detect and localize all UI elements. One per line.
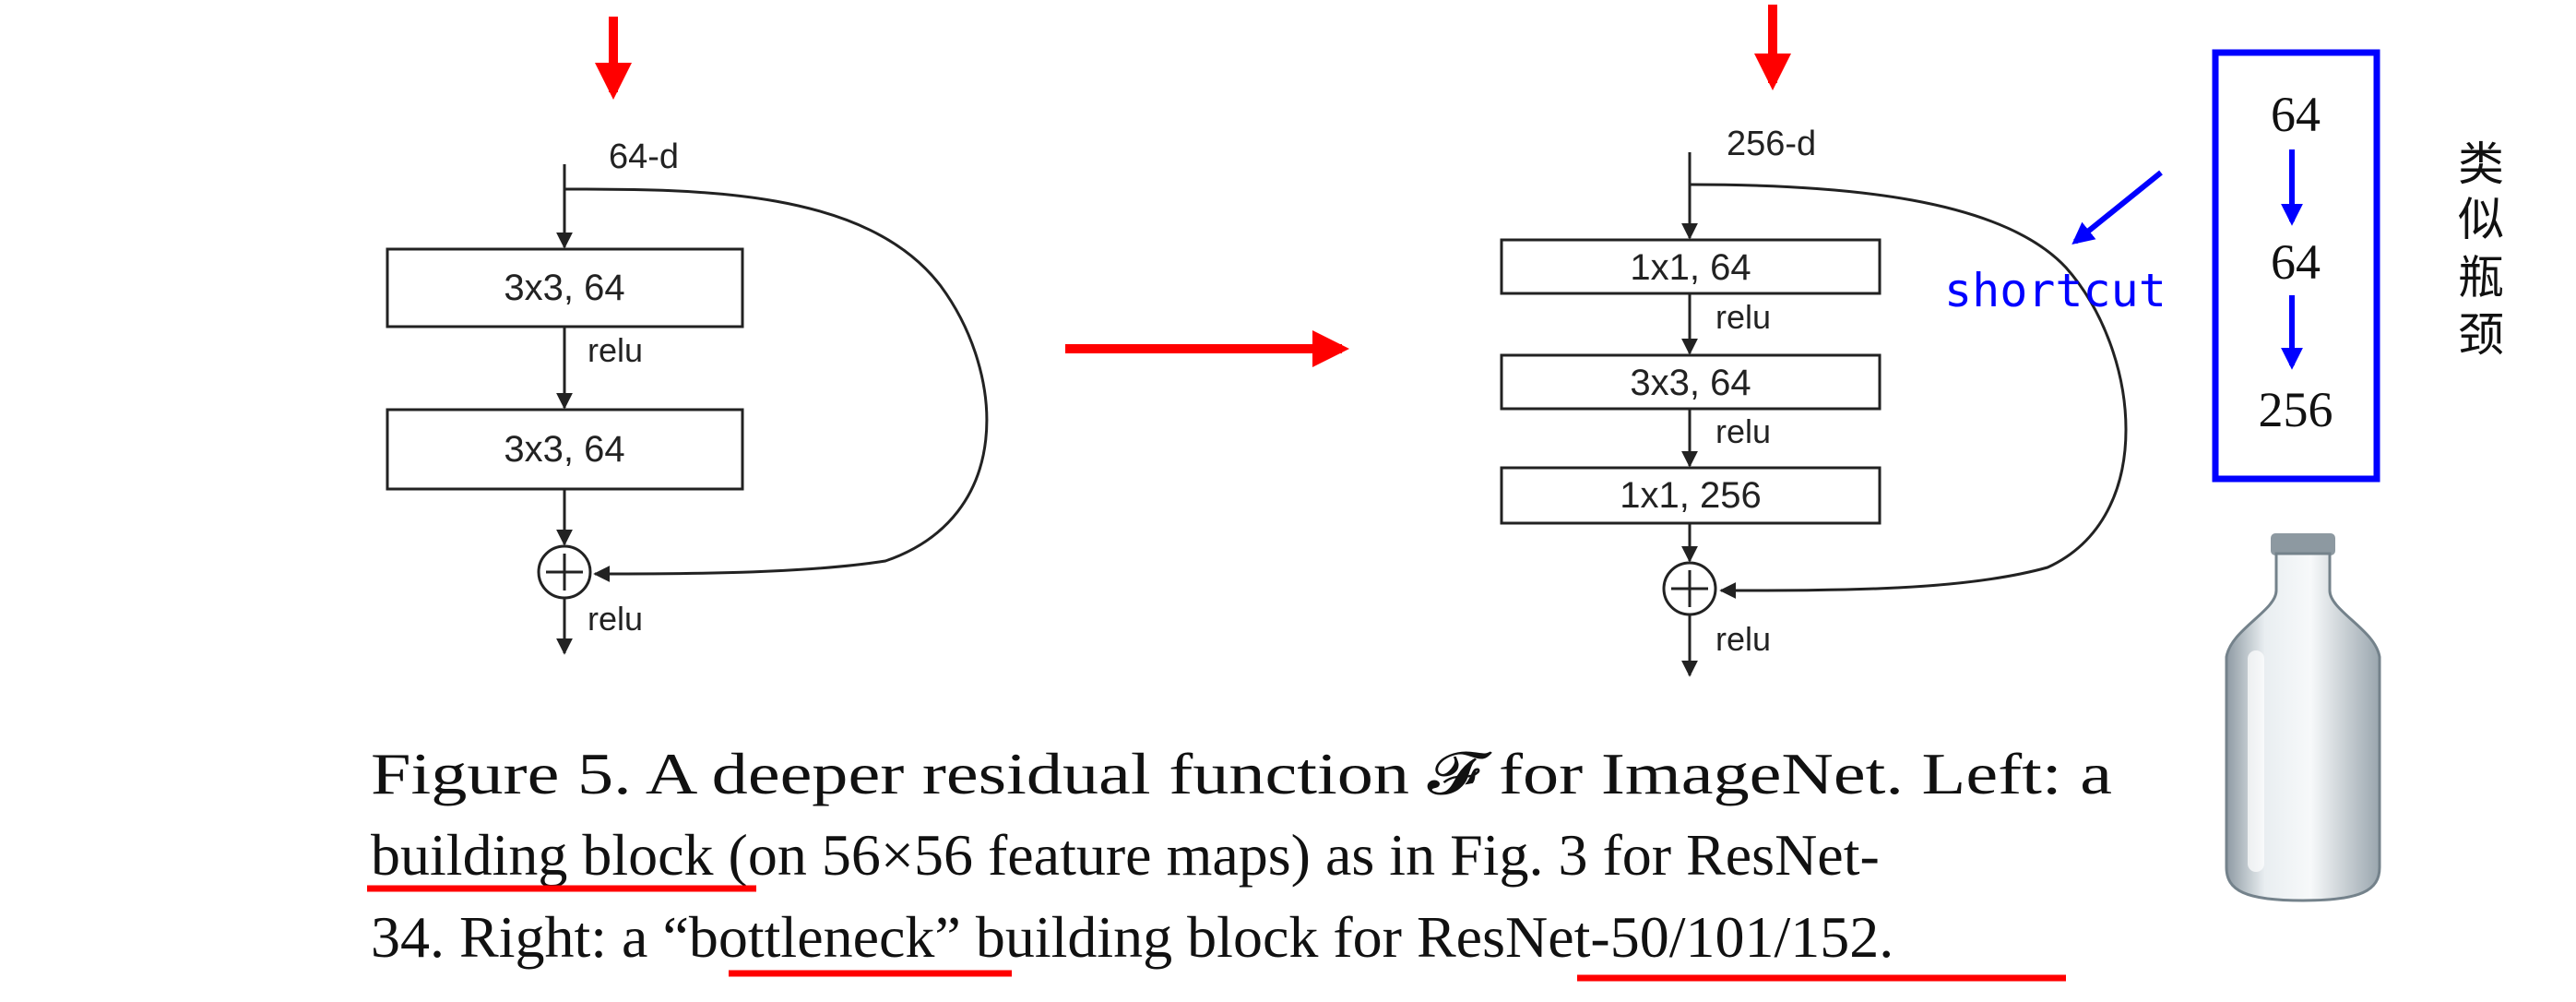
side-char-3: 瓶: [2458, 251, 2504, 304]
right-relu-out: relu: [1715, 620, 1771, 658]
caption-line-2: building block (on 56×56 feature maps) a…: [371, 822, 1880, 888]
left-relu-out: relu: [588, 600, 643, 638]
right-layer-2-box: [1500, 353, 1882, 411]
left-relu-mid: relu: [588, 331, 643, 369]
caption-line-3-end: .: [1879, 904, 1893, 970]
left-layer-1-label: 3x3, 64: [504, 268, 624, 308]
left-input-dim: 64-d: [609, 137, 679, 176]
right-layer-1-label: 1x1, 64: [1630, 247, 1751, 288]
figure-caption: Figure 5. A deeper residual function 𝓕 f…: [367, 741, 2112, 982]
caption-line-3-start: 34. Right: a “: [371, 904, 689, 970]
right-layer-3-label: 1x1, 256: [1620, 475, 1761, 516]
shortcut-label: shortcut: [1944, 264, 2166, 317]
caption-line-2-rest: (on 56×56 feature maps) as in Fig. 3 for…: [714, 822, 1880, 888]
left-building-block: 64-d 3x3, 64 relu 3x3, 64 relu: [386, 17, 989, 655]
bottleneck-value-2: 64: [2271, 234, 2321, 290]
left-layer-2-box: [386, 408, 744, 491]
left-shortcut-curve: [564, 187, 989, 582]
caption-line-3: 34. Right: a “bottleneck” building block…: [371, 904, 1893, 970]
right-shortcut-curve: [1689, 183, 2128, 599]
right-bottleneck-block: 256-d 1x1, 64 relu 3x3, 64 relu 1x1, 256…: [1500, 5, 2128, 677]
bottle-body: [2225, 552, 2381, 902]
right-layer-1-box: [1500, 238, 1882, 295]
bottleneck-panel-box: [2212, 49, 2380, 483]
left-layer-1-box: [386, 247, 744, 328]
caption-underlined-resnet: ResNet-50/101/152: [1417, 904, 1879, 970]
bottle-illustration: [2225, 533, 2381, 902]
caption-line-1: Figure 5. A deeper residual function 𝓕 f…: [371, 741, 2112, 806]
shortcut-blue-arrow: [2071, 170, 2163, 245]
right-relu-1: relu: [1715, 298, 1771, 336]
bottleneck-side-label: 类 似 瓶 颈: [2458, 137, 2504, 362]
bottle-cap: [2271, 533, 2335, 555]
left-layer-2-label: 3x3, 64: [504, 429, 624, 470]
right-relu-2: relu: [1715, 412, 1771, 450]
caption-line-3-mid: ” building block for: [934, 904, 1417, 970]
right-layer-2-label: 3x3, 64: [1630, 363, 1751, 403]
bottleneck-value-3: 256: [2259, 382, 2333, 437]
side-char-1: 类: [2458, 137, 2504, 191]
bottleneck-value-1: 64: [2271, 87, 2321, 142]
bottleneck-panel: 64 64 256: [2212, 49, 2380, 483]
side-char-2: 似: [2458, 193, 2504, 246]
caption-underlined-bottleneck: bottleneck: [689, 904, 935, 970]
right-input-dim: 256-d: [1727, 125, 1816, 163]
side-char-4: 颈: [2458, 308, 2504, 362]
caption-underlined-building-block: building block: [371, 822, 714, 888]
